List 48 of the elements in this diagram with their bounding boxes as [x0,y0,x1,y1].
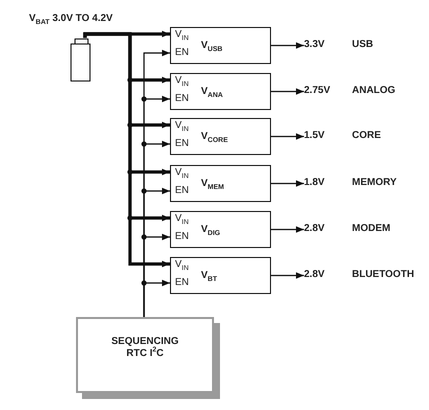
regulator-box [170,73,271,110]
pin-label: V$_{IN}$ [175,167,189,179]
regulator-box [170,257,271,294]
pin-label: V$_{IN}$ [175,120,189,132]
regulator-name: V$_{ANA}$ [201,86,223,98]
rail-name: ANALOG [352,85,396,97]
pin-label: V$_{IN}$ [175,29,189,41]
control-box [76,317,214,393]
arrow [271,180,304,187]
rail-name: CORE [352,130,381,142]
pin-label: EN [175,185,189,197]
pin-label: V$_{IN}$ [175,213,189,225]
pin-label: EN [175,138,189,150]
pin-label: EN [175,231,189,243]
regulator-box [170,118,271,155]
output-voltage: 1.5V [304,130,344,143]
regulator-name: V$_{CORE}$ [201,131,228,143]
arrow [271,272,304,279]
supply-voltage-label: V$_{BAT}$ 3.0V TO 4.2V [29,13,113,25]
rail-name: MODEM [352,223,390,235]
regulator-box [170,165,271,202]
regulator-name: V$_{BT}$ [201,270,218,282]
battery-symbol [70,38,91,82]
rail-name: BLUETOOTH [352,269,414,281]
arrow [143,280,170,317]
pin-label: V$_{IN}$ [175,259,189,271]
arrow [271,42,304,49]
output-voltage: 3.3V [304,39,344,52]
arrow [271,226,304,233]
pin-label: EN [175,277,189,289]
output-voltage: 2.8V [304,223,344,236]
control-functions: SEQUENCING RTC I$^{2}$C [111,336,179,360]
pin-label: EN [175,47,189,59]
regulator-name: V$_{DIG}$ [201,224,220,236]
rail-name: USB [352,39,374,51]
regulator-box [170,211,271,248]
output-voltage: 2.8V [304,269,344,282]
regulator-name: V$_{MEM}$ [201,178,224,190]
pin-label: EN [175,93,189,105]
regulator-box [170,27,271,64]
regulator-name: V$_{USB}$ [201,40,222,52]
output-voltage: 1.8V [304,177,344,190]
arrow [271,133,304,140]
arrow [271,88,304,95]
arrow [83,32,170,268]
output-voltage: 2.75V [304,85,344,98]
pin-label: V$_{IN}$ [175,75,189,87]
rail-name: MEMORY [352,177,397,189]
